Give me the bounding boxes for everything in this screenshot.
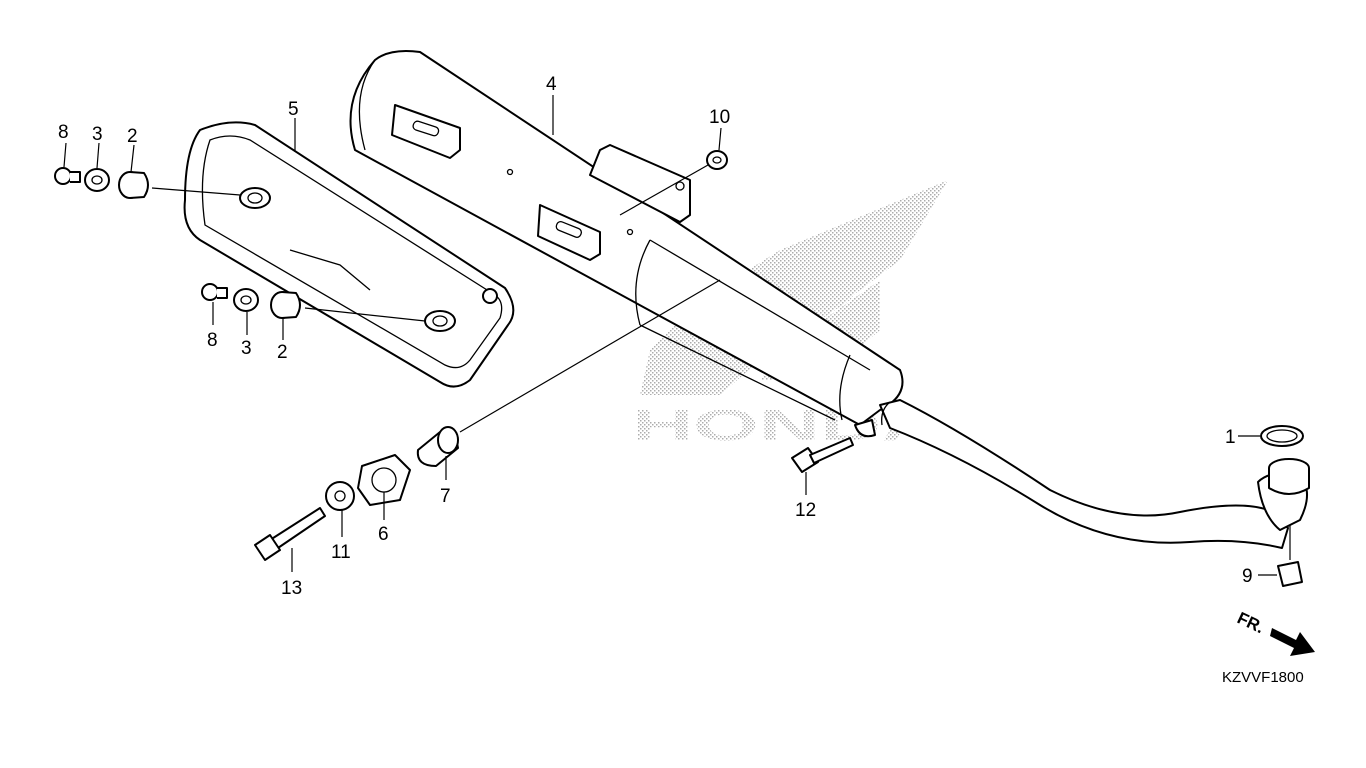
callout-8-upper: 8: [58, 122, 69, 143]
callout-10: 10: [709, 107, 730, 128]
callout-9: 9: [1242, 566, 1253, 587]
lower-fastener-set: [201, 283, 426, 322]
callout-leaders: [63, 95, 1277, 576]
callout-7: 7: [440, 486, 451, 507]
front-arrow-icon: [1270, 628, 1315, 656]
callout-11: 11: [331, 542, 351, 563]
callout-3-lower: 3: [241, 338, 252, 359]
misc-hardware: [619, 150, 1304, 587]
muffler-part-4: [349, 50, 1310, 549]
heat-shield-part-5: [183, 121, 515, 388]
diagram-code: KZVVF1800: [1222, 669, 1304, 686]
callout-5: 5: [288, 99, 299, 120]
callout-8-lower: 8: [207, 330, 218, 351]
callout-3-upper: 3: [92, 124, 103, 145]
callout-13: 13: [281, 578, 302, 599]
callout-2-lower: 2: [277, 342, 288, 363]
front-direction-indicator: FR.: [1234, 608, 1315, 656]
callout-12: 12: [795, 500, 816, 521]
upper-fastener-set: [54, 167, 241, 199]
callout-1: 1: [1225, 427, 1236, 448]
front-direction-label: FR.: [1234, 608, 1267, 637]
mounting-hardware: [254, 279, 721, 561]
callout-4: 4: [546, 74, 557, 95]
callout-2-upper: 2: [127, 126, 138, 147]
callout-6: 6: [378, 524, 389, 545]
